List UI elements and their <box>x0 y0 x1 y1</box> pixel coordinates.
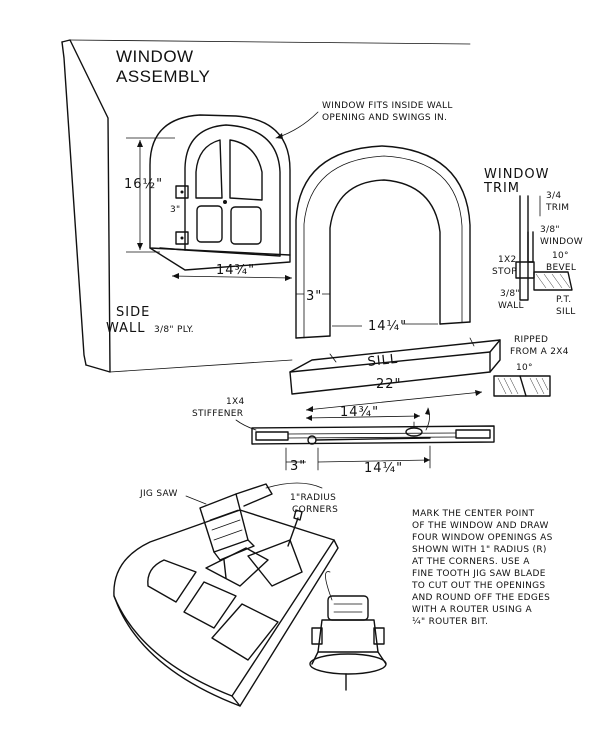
center-point <box>223 200 227 204</box>
opening-width-label: 14¼" <box>368 319 407 334</box>
pt-sill-label-1: P.T. <box>556 295 571 305</box>
stiff-opening-label: 14¼" <box>364 461 403 476</box>
stop-label-2: STOP <box>492 267 517 277</box>
instruction-line-7: TO CUT OUT THE OPENINGS <box>411 581 545 591</box>
title-line-2: ASSEMBLY <box>116 67 210 86</box>
side-wall-panel <box>61 39 471 373</box>
angle-label: 10° <box>516 363 533 373</box>
stiffener-label-1: 1X4 <box>226 397 245 407</box>
window-fits-line-2: OPENING AND SWINGS IN. <box>322 113 447 123</box>
window-trim-label-1: WINDOW <box>484 167 550 182</box>
small-gap-label: 3" <box>170 205 180 215</box>
title-line-1: WINDOW <box>116 47 194 66</box>
router-icon <box>309 571 387 691</box>
side-wall-label-2: WALL <box>106 321 146 336</box>
instruction-line-2: OF THE WINDOW AND DRAW <box>412 521 549 531</box>
window-width-dimension <box>171 273 293 281</box>
stiffener-plan-view <box>251 407 495 445</box>
hinge-upper <box>175 185 189 199</box>
sill-length-dimension <box>305 390 483 412</box>
opening-3 <box>183 581 237 629</box>
window-width-label: 14¾" <box>216 263 255 278</box>
bevel-label-2: BEVEL <box>546 263 576 273</box>
trim-label-2: TRIM <box>545 203 569 213</box>
instruction-line-5: AT THE CORNERS. USE A <box>412 557 530 567</box>
instruction-line-3: FOUR WINDOW OPENINGS AS <box>412 533 553 543</box>
sill-length-label: 22" <box>376 377 402 392</box>
ripped-label-2: FROM A 2X4 <box>510 347 569 357</box>
instruction-line-1: MARK THE CENTER POINT <box>412 509 535 519</box>
jig-saw-label: JIG SAW <box>139 489 178 499</box>
hinge-lower <box>175 231 189 245</box>
height-dimension <box>126 137 175 253</box>
trim-width-label: 3" <box>306 289 322 304</box>
trim-section-detail <box>515 195 573 301</box>
window-thk-label-2: WINDOW <box>540 237 583 247</box>
window-fits-line-1: WINDOW FITS INSIDE WALL <box>322 101 453 111</box>
window-fits-leader <box>275 111 319 139</box>
ripped-2x4-section <box>493 375 551 397</box>
side-wall-label-1: SIDE <box>116 305 150 320</box>
cutting-panel <box>113 509 339 707</box>
pt-sill-label-2: SILL <box>556 307 576 317</box>
wall-label-2: WALL <box>498 301 524 311</box>
jig-saw-icon <box>199 482 323 579</box>
stiffener-label-2: STIFFENER <box>192 409 243 419</box>
pane-top-left <box>195 139 223 199</box>
opening-4 <box>211 603 279 661</box>
radius-label-2: CORNERS <box>292 505 338 515</box>
stiff-gap-label: 3" <box>290 459 306 474</box>
sill-label: SILL <box>367 352 399 370</box>
wall-label-1: 3/8" <box>500 289 520 299</box>
instruction-line-4: SHOWN WITH 1" RADIUS (R) <box>412 545 547 555</box>
pane-top-right <box>229 139 263 201</box>
window-trim-label-2: TRIM <box>483 181 520 196</box>
instruction-line-10: ¼" ROUTER BIT. <box>412 617 488 627</box>
stiff-width-label: 14¾" <box>340 405 379 420</box>
instruction-line-8: AND ROUND OFF THE EDGES <box>412 593 550 603</box>
arched-trim <box>295 145 471 339</box>
radius-label-1: 1"RADIUS <box>290 493 336 503</box>
sill <box>289 337 501 395</box>
instruction-line-9: WITH A ROUTER USING A <box>412 605 532 615</box>
bevel-label-1: 10° <box>552 251 569 261</box>
opening-1 <box>147 559 197 603</box>
trim-label-1: 3/4 <box>546 191 561 201</box>
pane-bottom-left <box>196 205 223 243</box>
opening-5 <box>247 539 303 587</box>
window-sash <box>149 114 291 271</box>
instruction-line-6: FINE TOOTH JIG SAW BLADE <box>412 569 546 579</box>
side-wall-ply-label: 3/8" PLY. <box>154 325 194 335</box>
window-thk-label-1: 3/8" <box>540 225 560 235</box>
instructions-block: MARK THE CENTER POINT OF THE WINDOW AND … <box>411 509 553 627</box>
stop-label-1: 1X2 <box>498 255 517 265</box>
ripped-label-1: RIPPED <box>514 335 548 345</box>
height-label: 16½" <box>124 177 163 192</box>
pane-bottom-right <box>230 206 262 245</box>
